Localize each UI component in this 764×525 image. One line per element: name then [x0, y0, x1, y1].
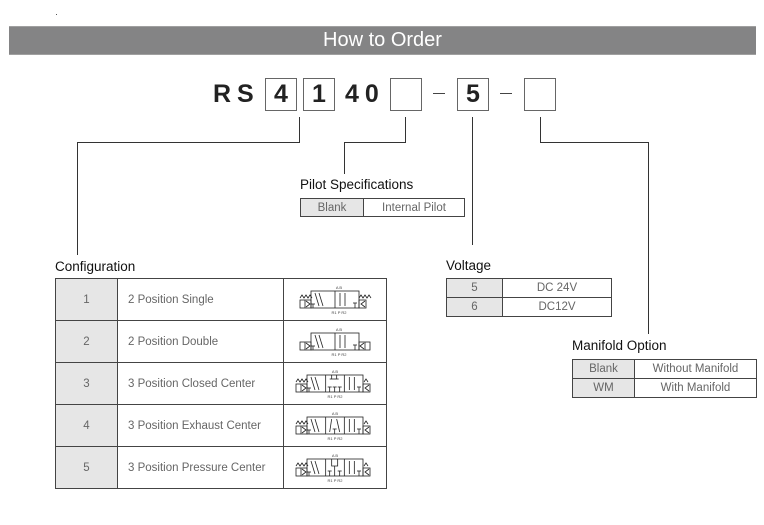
manifold-option-title: Manifold Option [572, 338, 667, 353]
code-box-series: 4 [265, 78, 297, 111]
manifold-code: Blank [572, 359, 635, 379]
code-box-voltage: 5 [457, 78, 489, 111]
svg-text:R1 P R2: R1 P R2 [327, 436, 343, 441]
manifold-option-table: Blank Without Manifold WM With Manifold [572, 359, 757, 398]
table-row: Blank Internal Pilot [300, 198, 465, 217]
2-position-double-valve-symbol: A B R1 P R2 [283, 320, 387, 363]
voltage-description: DC12V [502, 297, 612, 317]
manifold-description: With Manifold [634, 378, 757, 398]
configuration-code: 1 [55, 278, 118, 321]
configuration-title: Configuration [55, 259, 136, 274]
stray-dot [56, 14, 57, 15]
svg-text:A B: A B [332, 411, 339, 416]
configuration-description: 2 Position Double [117, 320, 284, 363]
3-position-exhaust-center-valve-symbol: A B R1 P R2 [283, 404, 387, 447]
code-separator [500, 93, 512, 94]
svg-text:A B: A B [336, 327, 343, 332]
manifold-code: WM [572, 378, 635, 398]
configuration-code: 3 [55, 362, 118, 405]
configuration-description: 3 Position Closed Center [117, 362, 284, 405]
code-separator [433, 93, 445, 94]
svg-text:R1 P R2: R1 P R2 [327, 394, 343, 399]
pilot-code: Blank [300, 198, 364, 217]
2-position-single-valve-symbol: A B R1 P R2 [283, 278, 387, 321]
valve-symbol-icon: A B R1 P R2 [299, 327, 371, 357]
pilot-specifications-table: Blank Internal Pilot [300, 198, 465, 217]
pilot-description: Internal Pilot [363, 198, 465, 217]
3-position-pressure-center-valve-symbol: A B R1 P R2 [283, 446, 387, 489]
code-box-configuration: 1 [303, 78, 335, 111]
configuration-description: 3 Position Exhaust Center [117, 404, 284, 447]
voltage-title: Voltage [446, 258, 492, 273]
pilot-specifications-title: Pilot Specifications [300, 177, 414, 192]
code-fixed-40: 40 [345, 80, 385, 108]
svg-text:R1 P R2: R1 P R2 [331, 352, 347, 357]
configuration-code: 5 [55, 446, 118, 489]
table-row: Blank Without Manifold [572, 359, 757, 379]
voltage-table: 5 DC 24V 6 DC12V [446, 278, 612, 317]
svg-text:A B: A B [336, 285, 343, 290]
code-box-manifold [524, 78, 556, 111]
code-box-pilot [390, 78, 422, 111]
voltage-code: 6 [446, 297, 503, 317]
valve-symbol-icon: A B R1 P R2 [299, 285, 372, 315]
svg-text:A B: A B [332, 369, 339, 374]
banner-title: How to Order [323, 29, 442, 51]
table-row: 6 DC12V [446, 297, 612, 317]
3-position-closed-center-valve-symbol: A B R1 P R2 [283, 362, 387, 405]
svg-text:R1 P R2: R1 P R2 [331, 310, 347, 315]
valve-symbol-icon: A B R1 P R2 [295, 369, 371, 399]
configuration-code: 2 [55, 320, 118, 363]
valve-symbol-icon: A B R1 P R2 [295, 453, 371, 483]
table-row: WM With Manifold [572, 378, 757, 398]
configuration-description: 3 Position Pressure Center [117, 446, 284, 489]
how-to-order-banner: How to Order [9, 26, 756, 55]
table-row: 5 DC 24V [446, 278, 612, 298]
configuration-code: 4 [55, 404, 118, 447]
code-prefix: RS [213, 80, 260, 108]
voltage-code: 5 [446, 278, 503, 298]
manifold-description: Without Manifold [634, 359, 757, 379]
svg-text:R1 P R2: R1 P R2 [327, 478, 343, 483]
voltage-description: DC 24V [502, 278, 612, 298]
configuration-description: 2 Position Single [117, 278, 284, 321]
svg-text:A B: A B [332, 453, 339, 458]
valve-symbol-icon: A B R1 P R2 [295, 411, 371, 441]
